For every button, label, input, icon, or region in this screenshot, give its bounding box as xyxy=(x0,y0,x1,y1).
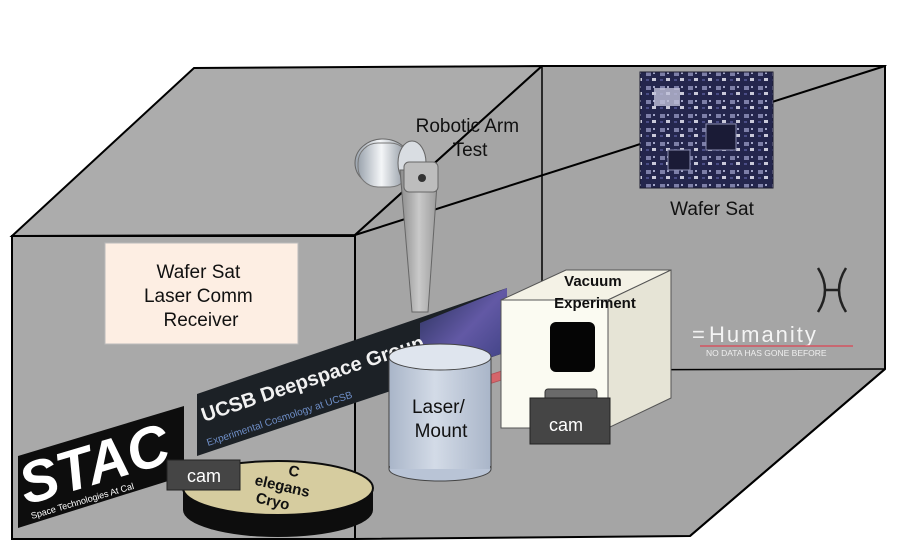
vacuum-window xyxy=(550,322,595,372)
robotic-arm-label-line-2: Test xyxy=(453,140,489,161)
vacuum-label-line-1: Vacuum xyxy=(564,273,622,290)
cryo-dish-label: C elegans Cryo xyxy=(249,455,319,518)
receiver-label-line-3: Receiver xyxy=(164,310,240,331)
laser-mount-cylinder xyxy=(388,343,492,482)
humanity-title: Humanity xyxy=(709,322,818,347)
vacuum-label-line-2: Experiment xyxy=(554,295,636,312)
receiver-label-line-2: Laser Comm xyxy=(144,286,253,307)
camera-right-label: cam xyxy=(549,415,583,435)
humanity-prefix: = xyxy=(692,322,705,347)
edge-diagonal-top xyxy=(354,65,886,236)
vacuum-box xyxy=(500,269,672,429)
receiver-label-line-1: Wafer Sat xyxy=(156,262,240,283)
robotic-arm-icon xyxy=(354,138,439,313)
edge-diagonal-floor xyxy=(689,368,886,537)
robotic-arm-label-line-1: Robotic Arm xyxy=(416,116,519,137)
laser-mount-label-line-1: Laser/ xyxy=(412,397,466,418)
laser-mount-label: Laser/ Mount xyxy=(412,397,470,442)
camera-right-icon xyxy=(529,388,611,445)
vacuum-label: Vacuum Experiment xyxy=(554,273,636,312)
laser-mount-label-line-2: Mount xyxy=(415,421,469,442)
camera-left-icon xyxy=(166,459,241,491)
receiver-box xyxy=(104,242,299,345)
receiver-label: Wafer Sat Laser Comm Receiver xyxy=(144,262,258,331)
humanity-emblem-icon xyxy=(816,267,848,313)
humanity-tagline: NO DATA HAS GONE BEFORE xyxy=(706,348,827,358)
humanity-logo: = Humanity NO DATA HAS GONE BEFORE xyxy=(692,267,853,358)
camera-left-label: cam xyxy=(187,466,221,486)
robotic-arm-label: Robotic Arm Test xyxy=(416,116,525,161)
wafer-sat-label: Wafer Sat xyxy=(670,199,754,220)
wafer-sat-image xyxy=(639,71,774,189)
